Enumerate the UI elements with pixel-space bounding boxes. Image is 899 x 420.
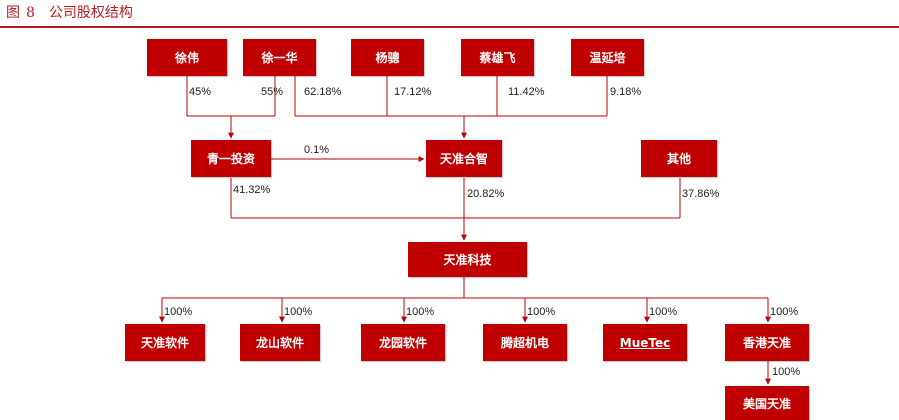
node-wen-yanpei: 温延培	[571, 39, 644, 76]
node-xu-wei: 徐伟	[147, 39, 227, 76]
label-hk-us: 100%	[772, 366, 801, 378]
node-others: 其他	[641, 140, 717, 177]
node-tianzhun-keji: 天准科技	[408, 242, 527, 277]
node-xu-yihua: 徐一华	[243, 39, 316, 76]
label-qingyi-hezhi: 0.1%	[304, 144, 330, 156]
label-keji-longyuan: 100%	[406, 306, 435, 318]
label-keji-longshan: 100%	[284, 306, 313, 318]
node-cai-xiongfei: 蔡雄飞	[461, 39, 534, 76]
node-yang-cong: 杨骢	[351, 39, 424, 76]
figure-number: 8	[26, 5, 35, 21]
node-tianzhun-ruanjian: 天准软件	[125, 324, 205, 361]
label-keji-tengchao: 100%	[527, 306, 556, 318]
label-xuyihua-hezhi: 62.18%	[304, 86, 342, 98]
node-qingyi: 青一投资	[191, 140, 271, 177]
node-us-tianzhun: 美国天准	[725, 386, 809, 420]
label-xuyihua-qingyi: 55%	[261, 86, 284, 98]
label-qingyi-keji: 41.32%	[233, 184, 271, 196]
node-tengchao-jidian: 腾超机电	[483, 324, 567, 361]
node-muetec: MueTec	[603, 324, 687, 361]
label-yang-hezhi: 17.12%	[394, 86, 432, 98]
node-hk-tianzhun: 香港天准	[725, 324, 809, 361]
label-cai-hezhi: 11.42%	[508, 86, 545, 98]
label-keji-muetec: 100%	[649, 306, 678, 318]
node-longshan-ruanjian: 龙山软件	[240, 324, 320, 361]
label-hezhi-keji: 20.82%	[467, 188, 505, 200]
label-wen-hezhi: 9.18%	[610, 86, 642, 98]
label-keji-hk: 100%	[770, 306, 799, 318]
label-others-keji: 37.86%	[682, 188, 720, 200]
figure-label: 图	[6, 5, 20, 21]
label-xuwei-qingyi: 45%	[189, 86, 212, 98]
figure-caption: 公司股权结构	[48, 5, 133, 21]
node-tianzhun-hezhi: 天准合智	[426, 140, 502, 177]
label-keji-ruanjian: 100%	[164, 306, 193, 318]
node-longyuan-ruanjian: 龙园软件	[361, 324, 445, 361]
title-rule	[0, 26, 899, 28]
